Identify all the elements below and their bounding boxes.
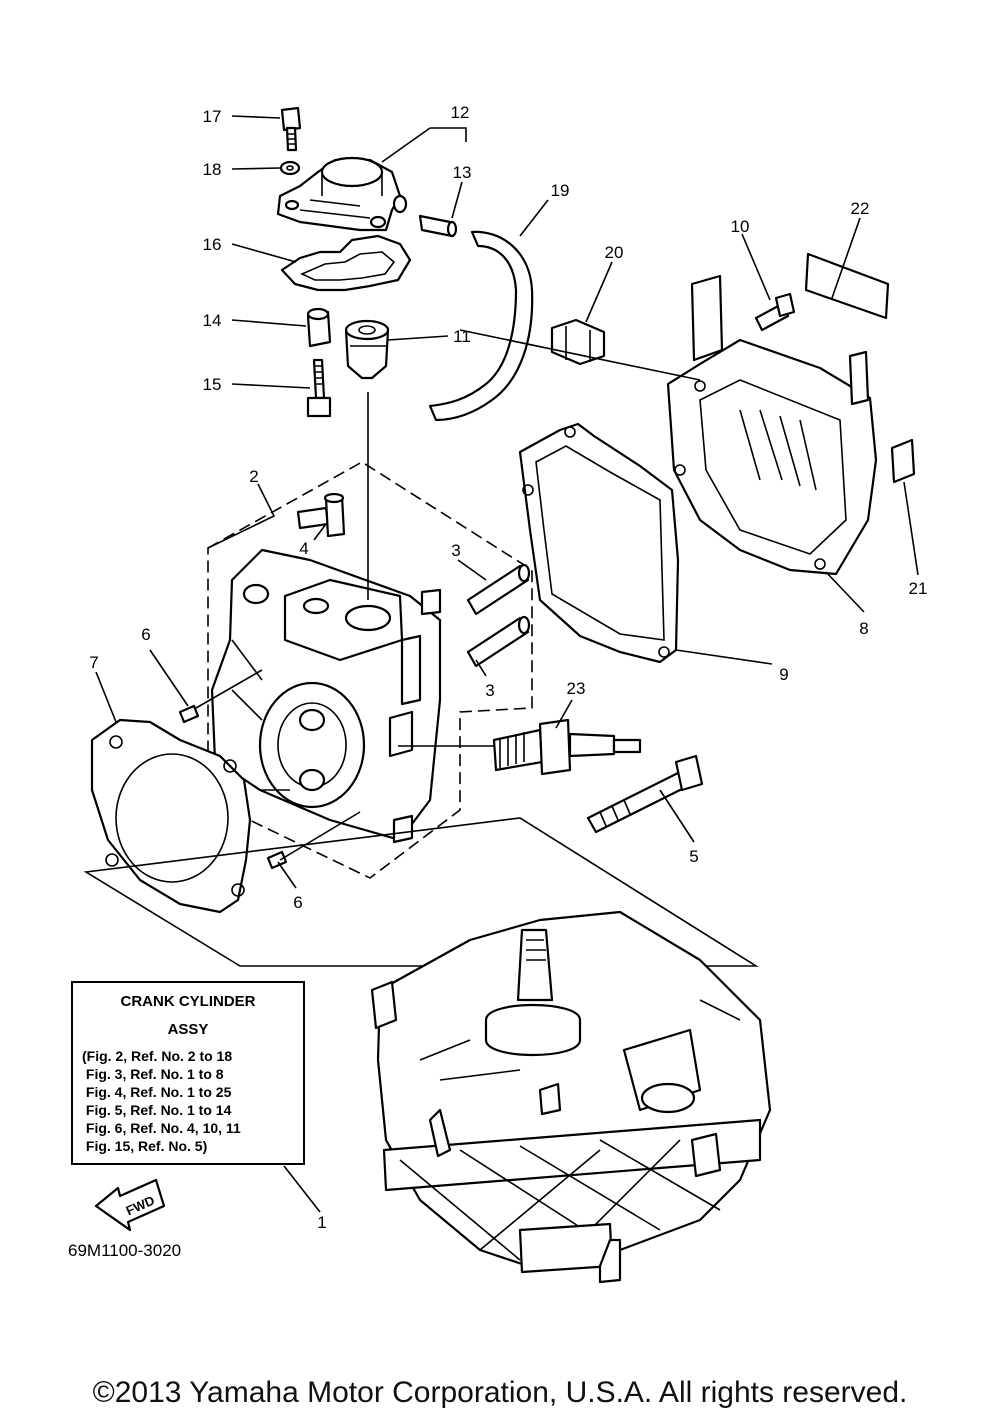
callout-6-upper: 6 [141, 625, 150, 644]
pin-6-lower [266, 850, 288, 870]
assy-line-5: Fig. 6, Ref. No. 4, 10, 11 [82, 1120, 241, 1136]
callout-8: 8 [859, 619, 868, 638]
callout-5: 5 [689, 847, 698, 866]
callout-3-lower: 3 [485, 681, 494, 700]
plate-21 [890, 438, 916, 484]
callout-22: 22 [851, 199, 870, 218]
callout-12: 12 [451, 103, 470, 122]
grommet-14 [306, 307, 332, 348]
spark-plug-23 [492, 718, 642, 776]
pin-6-upper [178, 704, 200, 724]
assy-title-line2: ASSY [168, 1021, 209, 1038]
callout-16: 16 [203, 235, 222, 254]
callout-20: 20 [605, 243, 624, 262]
callout-23: 23 [567, 679, 586, 698]
head-gasket-7 [90, 718, 252, 914]
assy-note-box: CRANK CYLINDER ASSY (Fig. 2, Ref. No. 2 … [71, 981, 305, 1165]
crankcase [370, 910, 772, 1284]
assy-line-6: Fig. 15, Ref. No. 5) [82, 1138, 207, 1154]
callout-4: 4 [299, 539, 308, 558]
dowel-3-upper [466, 563, 531, 616]
clamp-20 [550, 318, 606, 366]
bolt-17 [280, 106, 302, 152]
hose-joint-4 [296, 492, 346, 538]
thermostat-11 [344, 319, 390, 380]
assy-line-3: Fig. 4, Ref. No. 1 to 25 [82, 1084, 232, 1100]
thermostat-cover [276, 156, 408, 232]
callout-10: 10 [731, 217, 750, 236]
washer-18 [279, 160, 301, 176]
callout-3-upper: 3 [451, 541, 460, 560]
callout-11: 11 [453, 327, 471, 346]
callout-1: 1 [317, 1213, 326, 1232]
callout-19: 19 [551, 181, 570, 200]
dowel-3-lower [466, 615, 531, 668]
drawing-code: 69M1100-3020 [68, 1241, 181, 1260]
callout-7: 7 [89, 653, 98, 672]
cylinder-head [210, 548, 442, 844]
callout-17: 17 [203, 107, 222, 126]
bolt-15 [306, 358, 332, 418]
callout-14: 14 [203, 311, 222, 330]
assy-line-4: Fig. 5, Ref. No. 1 to 14 [82, 1102, 232, 1118]
callout-13: 13 [453, 163, 472, 182]
leader-lines [95, 115, 919, 1213]
callout-2: 2 [249, 467, 258, 486]
assy-line-2: Fig. 3, Ref. No. 1 to 8 [82, 1066, 224, 1082]
hose-19 [428, 230, 534, 422]
callout-18: 18 [203, 160, 222, 179]
callout-6-lower: 6 [293, 893, 302, 912]
label-22 [804, 252, 890, 320]
bolt-5 [586, 754, 704, 834]
fwd-arrow-icon: FWD [94, 1178, 166, 1232]
callout-15: 15 [203, 375, 222, 394]
callout-9: 9 [779, 665, 788, 684]
assy-title-line1: CRANK CYLINDER [121, 993, 256, 1010]
exhaust-cover-8 [666, 274, 878, 576]
callout-numbers: 17 18 12 13 19 16 14 15 11 20 10 22 21 2… [89, 103, 927, 1232]
copyright-notice: ©2013 Yamaha Motor Corporation, U.S.A. A… [92, 1376, 908, 1409]
bolt-10 [754, 292, 796, 332]
assy-line-1: (Fig. 2, Ref. No. 2 to 18 [82, 1048, 232, 1064]
callout-21: 21 [909, 579, 928, 598]
gasket-16 [280, 234, 412, 292]
gasket-9 [518, 422, 680, 664]
hose-joint-13 [418, 214, 458, 238]
